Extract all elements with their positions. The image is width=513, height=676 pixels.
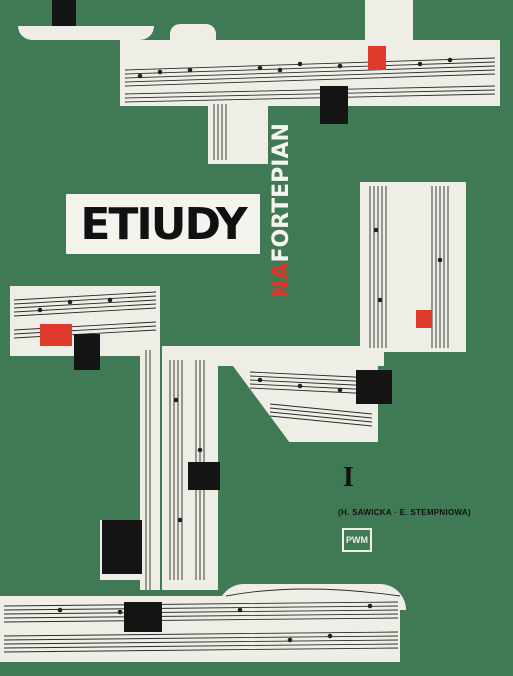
- cover-subtitle: NAFORTEPIAN: [269, 118, 295, 298]
- red-block-left: [40, 324, 72, 346]
- music-paper-top-tab: [170, 24, 216, 50]
- authors-line: (H. SAWICKA · E. STEMPNIOWA): [338, 508, 471, 517]
- publisher-logo: PWM: [342, 528, 372, 552]
- black-block-left: [74, 334, 100, 370]
- black-block-top: [52, 0, 76, 26]
- black-block-lower-left: [102, 520, 142, 574]
- music-paper-top-arc: [18, 26, 154, 40]
- red-block-top: [368, 46, 386, 70]
- black-block-center: [188, 462, 220, 490]
- music-paper-bottom-arc: [218, 584, 406, 610]
- subtitle-na: NA: [269, 262, 294, 298]
- black-block-mid: [356, 370, 392, 404]
- music-paper-middle-band: [214, 346, 384, 366]
- title-box: ETIUDY: [66, 194, 260, 254]
- red-block-right: [416, 310, 432, 328]
- music-paper-top-right: [365, 0, 413, 46]
- black-block-bottom: [124, 602, 162, 632]
- volume-number: I: [343, 462, 354, 493]
- cover-title: ETIUDY: [80, 198, 247, 250]
- black-block-upper: [320, 86, 348, 124]
- subtitle-fortepian: FORTEPIAN: [269, 123, 294, 263]
